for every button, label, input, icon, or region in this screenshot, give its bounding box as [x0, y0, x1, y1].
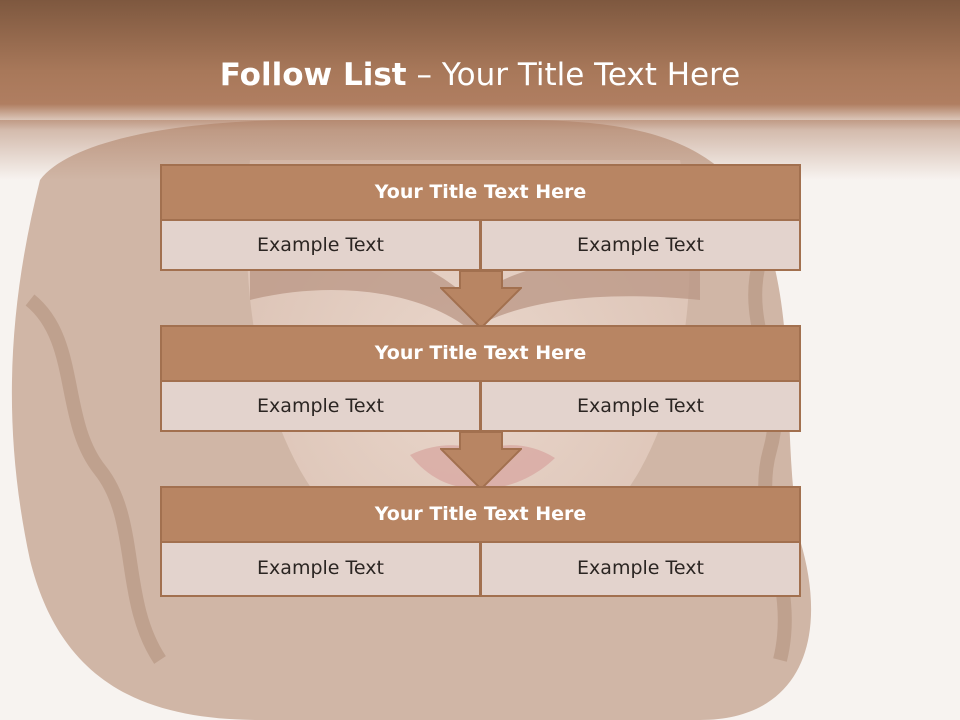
slide-title-rest: – Your Title Text Here: [416, 57, 741, 93]
block-cell-left: Example Text: [160, 221, 481, 271]
block-cell-left: Example Text: [160, 382, 481, 432]
down-arrow-icon: [440, 271, 522, 329]
block-title: Your Title Text Here: [160, 164, 801, 221]
block-cell-right: Example Text: [480, 543, 801, 597]
slide-title: Follow List – Your Title Text Here: [0, 52, 960, 98]
block-title: Your Title Text Here: [160, 325, 801, 382]
block-cell-right: Example Text: [480, 221, 801, 271]
block-title: Your Title Text Here: [160, 486, 801, 543]
slide-title-bold: Follow List: [219, 57, 407, 93]
block-cell-right: Example Text: [480, 382, 801, 432]
block-cell-left: Example Text: [160, 543, 481, 597]
down-arrow-icon: [440, 432, 522, 490]
title-bar: [0, 0, 960, 130]
